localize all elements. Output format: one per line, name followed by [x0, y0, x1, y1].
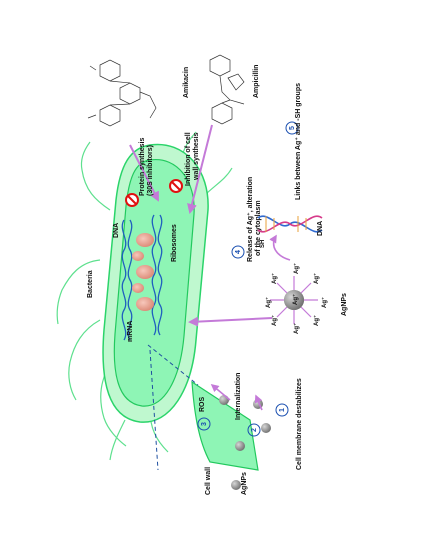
svg-text:Ag⁺: Ag⁺: [313, 273, 320, 284]
dna-inside-label: DNA: [113, 223, 120, 238]
internalization-label: Internalization: [235, 373, 242, 420]
svg-text:Ag⁺: Ag⁺: [321, 297, 328, 308]
inhibition-line2: wall synthesis: [193, 132, 200, 181]
zoom-line-top: [147, 344, 199, 386]
step-5: 5: [285, 121, 299, 135]
svg-text:3: 3: [201, 422, 208, 426]
ag-ion-labels: Ag⁺ Ag⁺ Ag⁺ Ag⁺ Ag⁺ Ag⁺ Ag⁺ Ag⁺ Ag⁺: [265, 263, 328, 334]
amikacin-label: Amikacin: [183, 67, 190, 98]
step-3: 3: [197, 417, 211, 431]
agnps-right-label: AgNPs: [341, 293, 348, 316]
release-line1: Release of Ag⁺, alteration: [246, 177, 254, 262]
ribosomes-label: Ribosomes: [171, 224, 178, 262]
svg-text:4: 4: [235, 250, 242, 254]
svg-text:Ag⁺: Ag⁺: [271, 273, 278, 284]
internalization-arrows: [210, 383, 263, 411]
svg-text:1: 1: [279, 408, 286, 412]
release-line2: of the cytoplasm: [255, 200, 262, 256]
dna-helix-icon: [257, 215, 323, 233]
antibiotic-arrows: [129, 124, 213, 214]
step-1: 1: [275, 403, 289, 417]
sh-arrow: [269, 234, 291, 261]
svg-text:Ag⁺: Ag⁺: [293, 263, 300, 274]
protein-synthesis-label: Protein synthesis: [139, 138, 146, 196]
ampicillin-label: Ampicillin: [253, 65, 260, 98]
svg-text:Ag⁺: Ag⁺: [292, 294, 299, 305]
prohibit-icon-cellwall: [169, 179, 183, 193]
inhibition-line1: Inhibition of cell: [185, 132, 192, 186]
step-2: 2: [247, 423, 261, 437]
membrane-label: Cell membrane destabilizes: [296, 378, 303, 470]
svg-text:Ag⁺: Ag⁺: [271, 315, 278, 326]
svg-text:Ag⁺: Ag⁺: [265, 297, 272, 308]
sh-label: SH: [260, 240, 266, 248]
svg-text:5: 5: [289, 126, 296, 130]
dna-helix-label: DNA: [317, 221, 324, 236]
agnps-left-label: AgNPs: [241, 472, 248, 495]
bacteria-label: Bacteria: [87, 270, 94, 298]
silver-nanoparticle-icon: [270, 276, 318, 324]
cell-wall-label: Cell wall: [205, 467, 212, 495]
release-arrow: [188, 316, 273, 327]
svg-text:Ag⁺: Ag⁺: [313, 315, 320, 326]
ribosomes: [132, 233, 154, 311]
mrna-label: mRNA: [127, 321, 134, 342]
links-label: Links between Ag⁺ and -SH groups: [294, 83, 302, 200]
prohibit-icon-protein: [125, 193, 139, 207]
protein-synthesis-sub-label: (30S inhibitors): [147, 145, 154, 196]
ros-label: ROS: [199, 397, 206, 413]
molecule-structure-icon-ampicillin: [209, 54, 245, 125]
zoom-line-bottom: [149, 349, 159, 471]
dna-strands: [121, 214, 163, 341]
svg-text:2: 2: [251, 428, 258, 432]
svg-text:Ag⁺: Ag⁺: [293, 323, 300, 334]
step-4: 4: [231, 245, 245, 259]
molecule-structure-icon: [87, 59, 157, 127]
